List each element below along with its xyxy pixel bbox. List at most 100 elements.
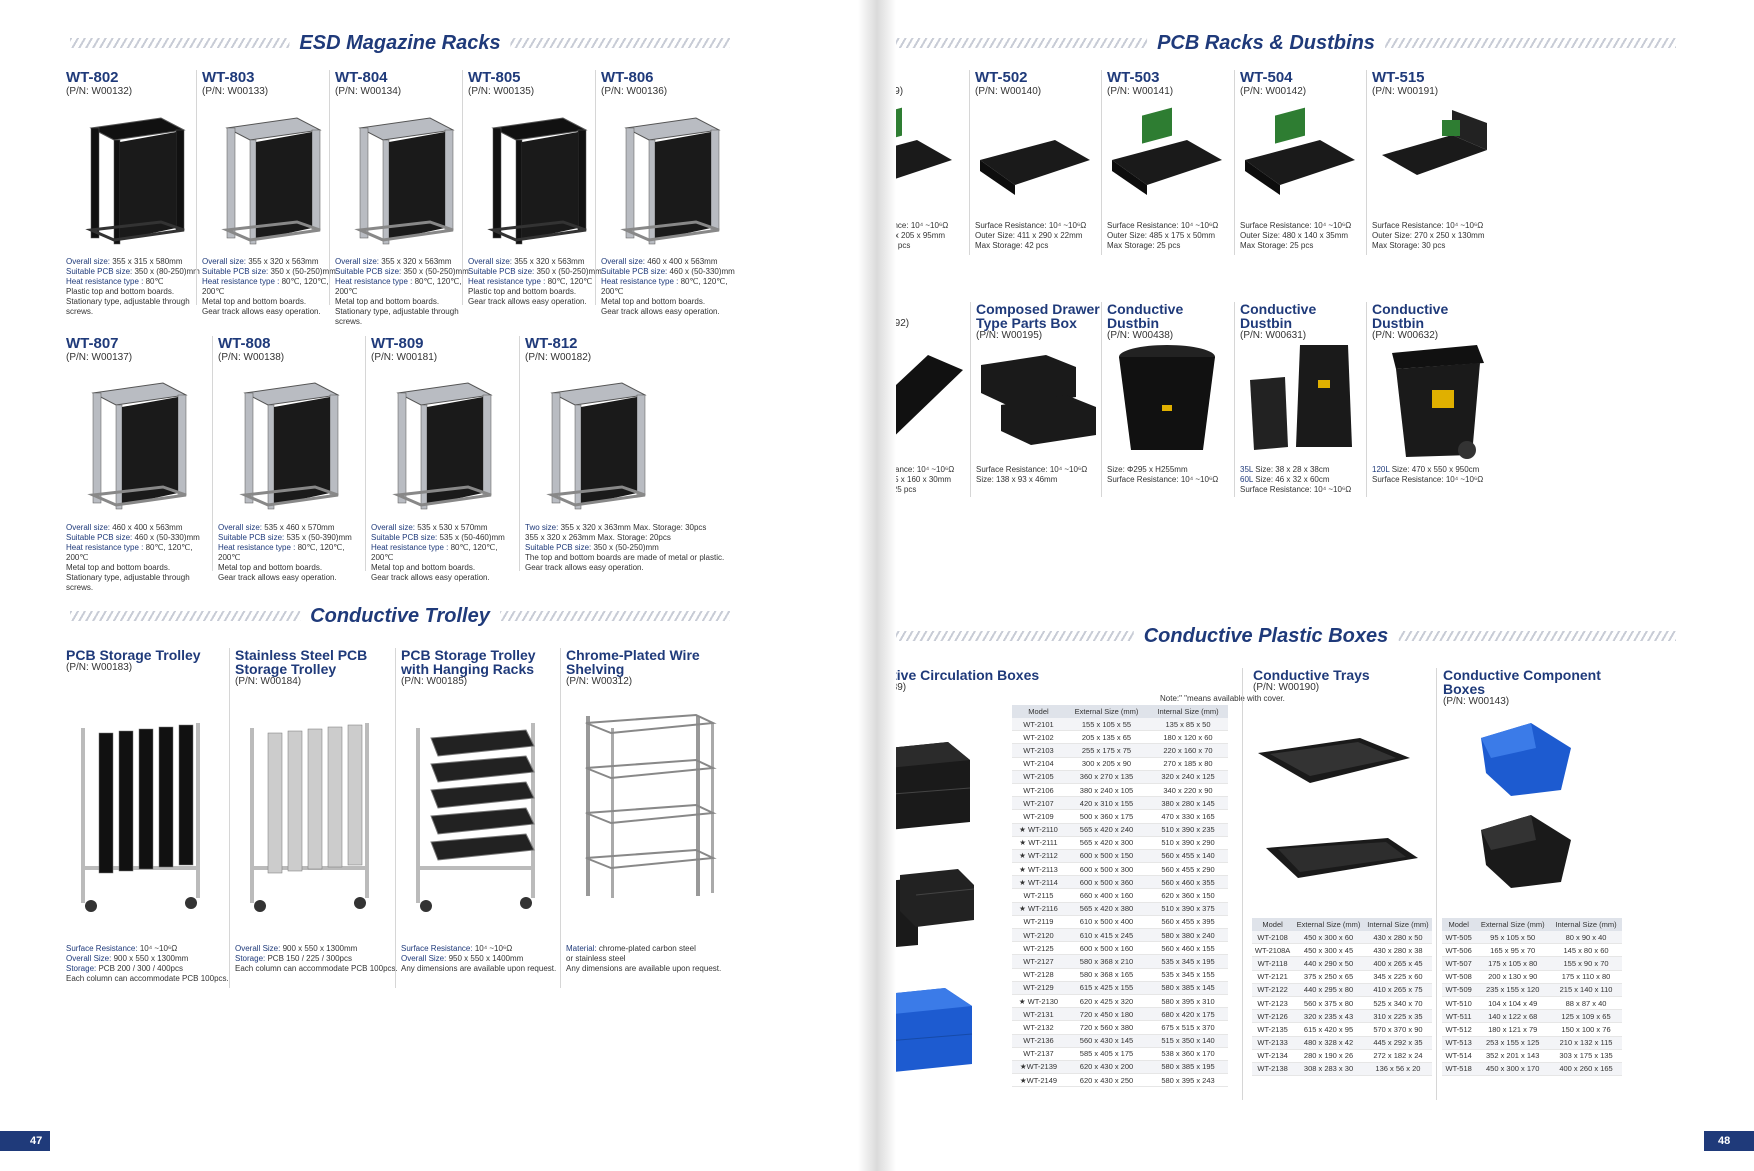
table-cell: 125 x 109 x 65 (1550, 1009, 1622, 1024)
table-cell: 320 x 235 x 43 (1293, 1009, 1364, 1024)
spec-value: The top and bottom boards are made of me… (525, 553, 725, 562)
table-cell: 155 x 105 x 55 (1064, 718, 1149, 732)
spec-value: Max Storage: 25 pcs (896, 485, 917, 494)
table-cell: 720 x 560 x 380 (1064, 1020, 1149, 1035)
table-cell: 430 x 280 x 50 (1363, 931, 1432, 945)
part-number: (P/N: W00191) (1372, 86, 1439, 97)
blue-bin-image (1481, 723, 1571, 796)
circulation-header: Conductive Circulation Boxes (P/N: W0018… (896, 668, 1039, 694)
table-cell: 560 x 460 x 155 (1148, 941, 1228, 956)
table-cell: 375 x 250 x 65 (1293, 970, 1364, 984)
product-wt-515: WT-515(P/N: W00191) (1372, 70, 1438, 98)
table-header-cell: External Size (mm) (1064, 705, 1149, 718)
table-cell: 445 x 292 x 35 (1363, 1036, 1432, 1050)
product-wt-805: WT-805(P/N: W00135) (468, 70, 534, 98)
part-number: (P/N: W00195) (976, 330, 1043, 341)
table-cell: 680 x 420 x 175 (1148, 1007, 1228, 1022)
table-cell: 360 x 270 x 135 (1064, 770, 1149, 784)
spec-line: Suitable PCB size: 350 x (80-250)mm (66, 267, 201, 277)
gutter-shadow (858, 0, 896, 1171)
table-cell: 580 x 380 x 240 (1148, 928, 1228, 943)
spec-line: Surface Resistance: 10⁴ ~10⁶Ω (1240, 485, 1380, 495)
spec-line: Gear track allows easy operation. (218, 573, 368, 583)
table-cell: ★ WT-2112 (1012, 849, 1065, 864)
part-number: (P/N: W00312) (566, 676, 633, 687)
spec-value: 460 x 400 x 563mm (112, 523, 183, 532)
blue-crate-image (896, 988, 973, 1072)
product-pcb-mid: Conductive Dustbin(P/N: W00438) (1107, 302, 1237, 342)
spec-value: Size: 46 x 32 x 60cm (1255, 475, 1330, 484)
rack-image (85, 117, 186, 245)
pcb-rack-image (1382, 110, 1487, 175)
table-cell: 380 x 240 x 105 (1064, 783, 1149, 798)
product-name: Conductive Trays (1253, 667, 1370, 683)
part-number: (P/N: W00135) (468, 86, 535, 97)
spec-label: Heat resistance type : (218, 543, 298, 552)
pcb-rack-image (896, 107, 952, 179)
section-header-trolley: Conductive Trolley (70, 603, 730, 629)
table-cell: WT-2108A (1252, 943, 1294, 958)
spec-value: Size: Φ295 x H255mm (1107, 465, 1188, 474)
spec-value: Stationary type, adjustable through scre… (335, 307, 459, 326)
spec-label: Overall size: (468, 257, 515, 266)
table-cell: 310 x 225 x 35 (1363, 1009, 1432, 1024)
spec-line: Overall Size: 900 x 550 x 1300mm (235, 944, 400, 954)
spec-line: Stationary type, adjustable through scre… (335, 307, 470, 327)
spec-value: PCB 150 / 225 / 300pcs (267, 954, 352, 963)
spec-label: Overall size: (371, 523, 418, 532)
spec-value: Each column can accommodate PCB 100pcs. (66, 974, 229, 983)
model-number: Conductive Dustbin (1240, 301, 1317, 331)
spec-value: 355 x 315 x 580mm (112, 257, 183, 266)
spec-line: Metal top and bottom boards. (202, 297, 337, 307)
spec-value: Any dimensions are available upon reques… (401, 964, 557, 973)
table-cell: 80 x 90 x 40 (1550, 931, 1622, 945)
table-cell: WT-2126 (1252, 1009, 1294, 1024)
part-number: (P/N: W00137) (66, 352, 133, 363)
rack-image (87, 382, 188, 510)
spec-line: 355 x 320 x 263mm Max. Storage: 20pcs (525, 533, 725, 543)
spec-text: Two size: 355 x 320 x 363mm Max. Storage… (525, 523, 725, 573)
spec-value: Outer Size: 435 x 160 x 30mm (896, 475, 952, 484)
part-number: (P/N: W00632) (1372, 330, 1439, 341)
table-cell: 620 x 430 x 250 (1064, 1073, 1149, 1088)
divider (212, 336, 213, 571)
spec-line: Each column can accommodate PCB 100pcs. (235, 964, 400, 974)
rack-image (546, 382, 647, 510)
model-number: WT-501 (896, 70, 903, 86)
model-number: WT-516 (896, 302, 973, 318)
section-title: PCB Racks & Dustbins (1147, 30, 1385, 56)
spec-value: Max Storage: 25 pcs (1107, 241, 1181, 250)
table-cell: 620 x 360 x 150 (1148, 888, 1228, 903)
table-cell: 430 x 280 x 38 (1363, 943, 1432, 958)
table-cell: 180 x 121 x 79 (1475, 1022, 1551, 1037)
spec-value: 350 x (80-250)mm (134, 267, 200, 276)
spec-value: 950 x 550 x 1400mm (448, 954, 524, 963)
spec-value: 80℃, 120℃, 200℃ (371, 543, 498, 562)
table-cell: 340 x 220 x 90 (1148, 783, 1228, 798)
spec-value: Surface Resistance: 10⁴ ~10⁶Ω (896, 221, 949, 230)
table-cell: 720 x 450 x 180 (1064, 1007, 1149, 1022)
table-cell: 610 x 415 x 245 (1064, 928, 1149, 943)
table-header-cell: External Size (mm) (1293, 918, 1364, 931)
spec-line: 120L Size: 470 x 550 x 950cm (1372, 465, 1512, 475)
part-number: (P/N: W00134) (335, 86, 402, 97)
table-cell: 303 x 175 x 135 (1550, 1049, 1622, 1063)
spec-line: Storage: PCB 150 / 225 / 300pcs (235, 954, 400, 964)
section-header-boxes: Conductive Plastic Boxes (896, 623, 1676, 649)
spec-value: Max Storage: 42 pcs (975, 241, 1049, 250)
spec-line: Outer Size: 485 x 175 x 50mm (1107, 231, 1242, 241)
